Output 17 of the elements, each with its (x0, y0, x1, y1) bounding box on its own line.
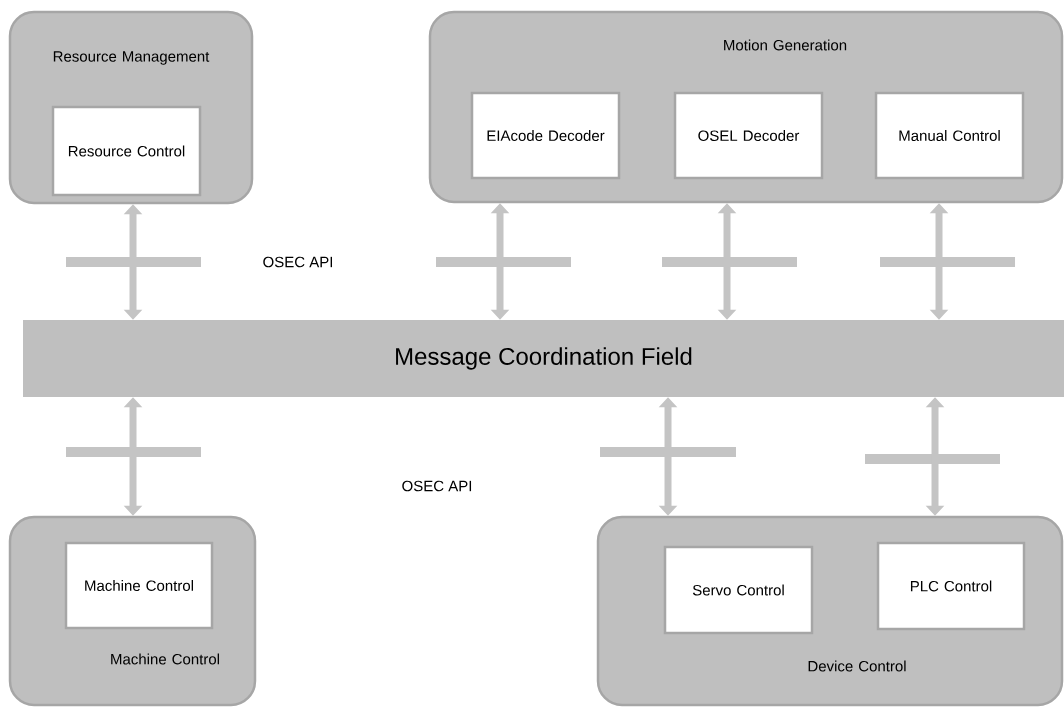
component-box: Servo Control (663, 545, 814, 635)
component-box: PLC Control (876, 541, 1026, 631)
bus-bar: Message Coordination Field (23, 320, 1064, 397)
double-arrow (658, 397, 678, 516)
double-arrow (925, 397, 945, 516)
component-box: OSEL Decoder (673, 91, 824, 180)
component-box: EIAcode Decoder (470, 91, 621, 180)
double-arrow (929, 203, 949, 320)
double-arrow (123, 204, 143, 320)
interface-label: OSEC API (263, 256, 333, 268)
component-box: Machine Control (64, 541, 214, 630)
double-arrow (490, 203, 510, 320)
double-arrow (123, 397, 143, 516)
component-box: Resource Control (51, 105, 202, 197)
interface-label: OSEC API (402, 480, 472, 492)
double-arrow (717, 203, 737, 320)
component-box: Manual Control (874, 91, 1025, 180)
